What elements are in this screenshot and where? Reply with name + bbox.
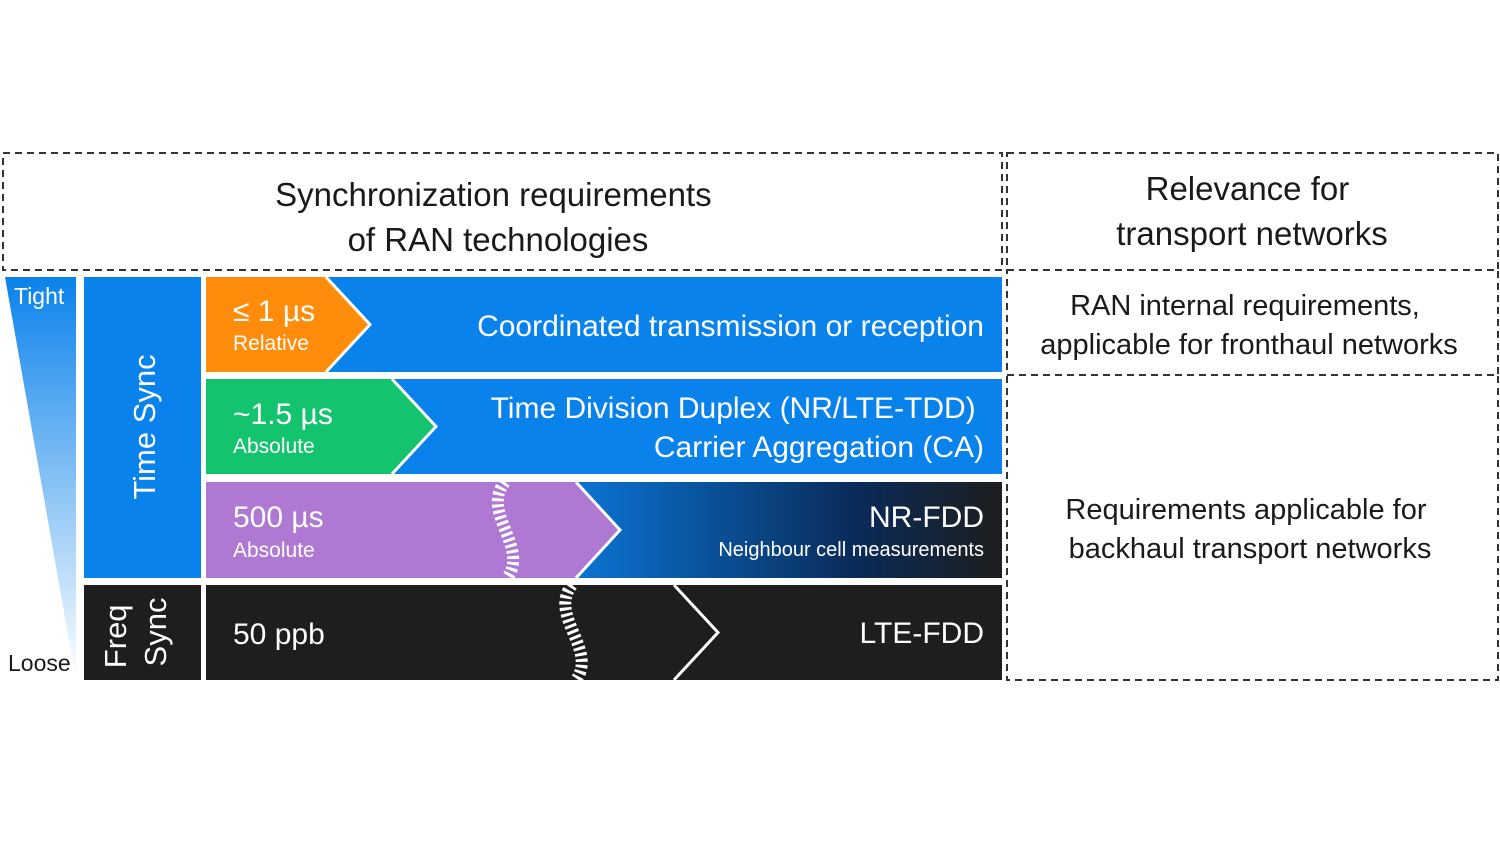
right-header-line-1: Relevance for xyxy=(1146,170,1350,207)
backhaul-relevance-text: Requirements applicable for backhaul tra… xyxy=(1065,494,1434,565)
time-sync-label: Time Sync xyxy=(127,354,162,499)
row-nr-fdd: 500 µs Absolute NR-FDD Neighbour cell me… xyxy=(206,478,1002,582)
row-3-arrow-edge xyxy=(574,480,623,580)
time-sync-bar xyxy=(84,277,201,578)
left-header-line-1: Synchronization requirements xyxy=(275,176,712,213)
row-1-value: ≤ 1 µs xyxy=(233,295,315,328)
left-header-frame xyxy=(2,152,1003,271)
row-4-value: 50 ppb xyxy=(233,618,325,651)
freq-sync-bar xyxy=(84,585,201,680)
fronthaul-relevance-text: RAN internal requirements, applicable fo… xyxy=(1040,290,1458,361)
row-tdd-ca: ~1.5 µs Absolute Time Division Duplex (N… xyxy=(206,377,1002,476)
row-3-value-arrow xyxy=(206,482,620,578)
row-1-type: Relative xyxy=(233,332,309,355)
backhaul-line-1: Requirements applicable for xyxy=(1065,494,1426,526)
row-2-desc-line-1: Time Division Duplex (NR/LTE-TDD) xyxy=(491,392,976,425)
row-2-arrow-edge xyxy=(390,377,439,476)
fronthaul-line-1: RAN internal requirements, xyxy=(1070,290,1420,322)
row-2-type: Absolute xyxy=(233,435,315,458)
frame-lines xyxy=(2,152,1499,681)
row-4-bar xyxy=(206,585,1002,680)
row-3-break-line xyxy=(492,478,520,582)
freq-sync-line-2: Sync xyxy=(138,598,173,667)
row-2-value: ~1.5 µs xyxy=(233,398,333,431)
row-3-subdesc: Neighbour cell measurements xyxy=(718,539,984,561)
backhaul-line-2: backhaul transport networks xyxy=(1069,533,1432,565)
row-1-value-arrow xyxy=(206,277,370,372)
scale-loose-label: Loose xyxy=(8,650,71,676)
backhaul-frame xyxy=(1006,374,1499,681)
row-2-desc: Time Division Duplex (NR/LTE-TDD) Carrie… xyxy=(491,392,984,464)
right-header-line-2: transport networks xyxy=(1116,215,1387,252)
row-3-value: 500 µs xyxy=(233,501,324,534)
left-header-line-2: of RAN technologies xyxy=(348,221,649,258)
left-header-title: Synchronization requirements of RAN tech… xyxy=(275,176,721,258)
row-lte-fdd: 50 ppb LTE-FDD xyxy=(206,581,1002,684)
row-2-desc-line-2: Carrier Aggregation (CA) xyxy=(654,431,984,464)
row-4-break-line xyxy=(559,581,588,684)
fronthaul-line-2: applicable for fronthaul networks xyxy=(1040,329,1458,361)
right-header-title: Relevance for transport networks xyxy=(1116,170,1387,252)
row-2-value-arrow xyxy=(206,379,436,474)
row-3-type: Absolute xyxy=(233,539,315,562)
row-3-desc: NR-FDD xyxy=(869,501,984,534)
row-4-desc: LTE-FDD xyxy=(860,617,984,650)
scale-tight-label: Tight xyxy=(14,283,65,309)
row-1-arrow-edge xyxy=(324,275,373,374)
row-coordinated-transmission: ≤ 1 µs Relative Coordinated transmission… xyxy=(206,275,1002,374)
row-1-desc: Coordinated transmission or reception xyxy=(477,310,984,343)
row-4-arrow-edge xyxy=(672,583,721,682)
tight-loose-wedge xyxy=(5,277,76,680)
freq-sync-line-1: Freq xyxy=(98,604,133,668)
freq-sync-label: Freq Sync xyxy=(98,596,173,668)
